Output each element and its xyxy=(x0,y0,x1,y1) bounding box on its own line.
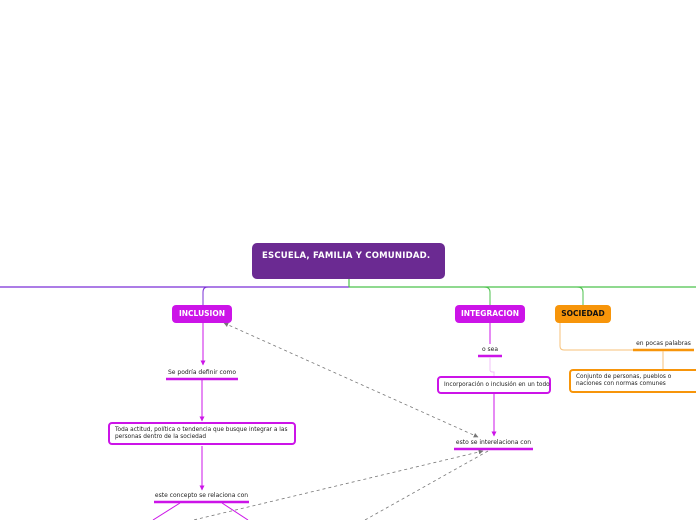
integracion-definition-box[interactable]: Incorporación o inclusión en un todo xyxy=(437,376,551,394)
integracion-link1-to-def-line xyxy=(489,357,495,377)
inclusion-link2-right-branch-line xyxy=(221,502,249,520)
inclusion-drop-line xyxy=(202,286,209,305)
sociedad-link1-label[interactable]: en pocas palabras xyxy=(636,340,691,347)
inclusion-link2-left-branch-line xyxy=(152,502,181,520)
topic-integracion[interactable]: INTEGRACION xyxy=(455,305,525,323)
relation-dashed-link-to-left xyxy=(191,449,484,520)
sociedad-definition-box[interactable]: Conjunto de personas, pueblos o naciones… xyxy=(569,369,696,393)
topic-sociedad[interactable]: SOCIEDAD xyxy=(555,305,611,323)
relation-dashed-link-to-bottom xyxy=(364,450,489,520)
integracion-link2-label[interactable]: esto se interelaciona con xyxy=(455,439,532,446)
relation-dashed-inclusion-to-link xyxy=(223,322,479,438)
inclusion-link2-label[interactable]: este concepto se relaciona con xyxy=(154,492,249,499)
sociedad-to-link1-line xyxy=(559,323,634,351)
integracion-drop-line xyxy=(483,286,491,305)
topic-inclusion[interactable]: INCLUSION xyxy=(172,305,232,323)
inclusion-definition-box[interactable]: Toda actitud, política o tendencia que b… xyxy=(108,422,296,445)
root-topic[interactable]: ESCUELA, FAMILIA Y COMUNIDAD. xyxy=(252,243,445,279)
integracion-link1-label[interactable]: o sea xyxy=(481,346,499,353)
inclusion-link1-label[interactable]: Se podría definir como xyxy=(167,369,237,376)
sociedad-drop-line xyxy=(576,286,584,305)
